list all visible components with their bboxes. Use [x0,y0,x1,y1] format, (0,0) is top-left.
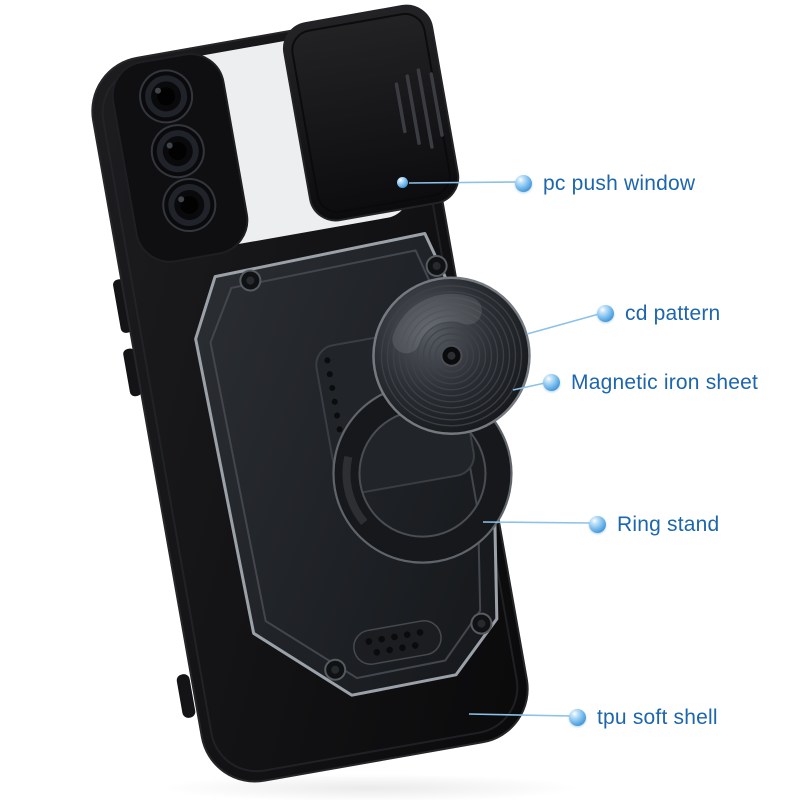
line-magnetic-iron-sheet [512,382,546,391]
annotation-ring-stand: Ring stand [589,514,719,535]
annotation-tpu-soft-shell: tpu soft shell [569,707,718,728]
power-button [123,348,142,397]
camera-lens-2 [150,124,205,179]
slider-grip-lines [394,68,444,149]
marker-dot-push-window [397,177,408,188]
line-cd-pattern [526,313,600,335]
screw-top-right [425,254,448,277]
callout-dot-icon [569,709,586,726]
annotation-magnetic-iron-sheet: Magnetic iron sheet [543,372,758,393]
cd-pattern-disc [372,276,531,436]
case-shadow [160,774,580,800]
line-tpu-soft-shell [468,713,572,717]
line-pc-push-window [408,181,518,184]
bottom-edge-button [176,674,196,718]
annotation-label: cd pattern [625,302,721,325]
vent-holes [353,620,442,665]
callout-dot-icon [589,516,606,533]
screw-top-left [239,269,262,292]
screw-bottom-right [470,612,493,635]
annotation-lines [408,181,600,717]
camera-lens-1 [139,69,194,124]
screw-bottom-left [324,658,347,681]
annotation-label: Magnetic iron sheet [571,371,759,394]
callout-dot-icon [543,374,560,391]
camera-slide-cover [282,4,460,222]
annotation-label: tpu soft shell [597,706,718,729]
annotation-cd-pattern: cd pattern [597,303,720,324]
callout-dot-icon [515,175,532,192]
callout-dot-icon [597,305,614,322]
camera-lens-3 [162,177,217,232]
line-ring-stand [482,521,592,524]
annotation-pc-push-window: pc push window [515,173,695,194]
annotation-label: pc push window [543,172,696,195]
annotation-label: Ring stand [617,513,720,536]
phone-case [91,4,531,783]
